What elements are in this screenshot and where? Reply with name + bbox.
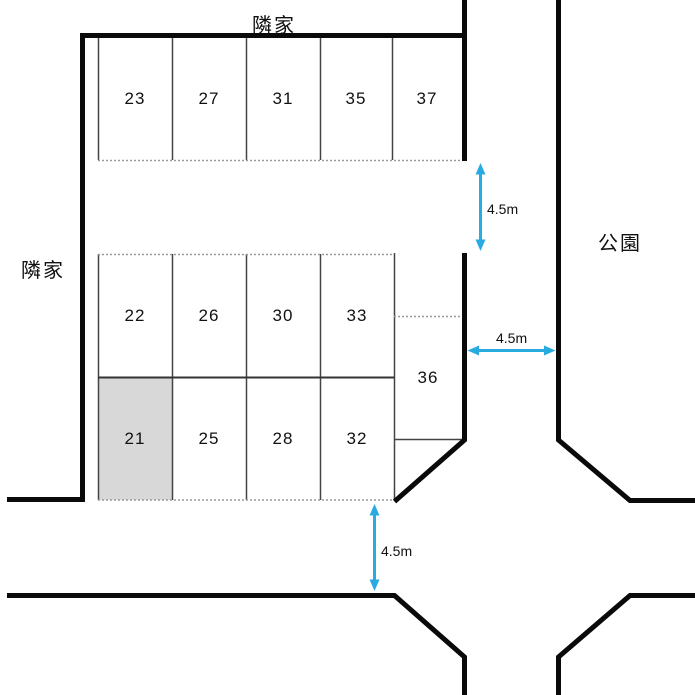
plot-37: 37 — [392, 38, 462, 160]
dimension-arrow-right-road — [467, 345, 556, 356]
plot-35: 35 — [320, 38, 392, 160]
plot-23-label: 23 — [124, 89, 146, 108]
plot-35-label: 35 — [345, 89, 367, 108]
plot-33-label: 33 — [346, 305, 368, 325]
arrow-head-right — [544, 345, 556, 356]
plot-31-label: 31 — [272, 89, 294, 108]
plot-36: 36 — [394, 316, 462, 439]
dimension-label-top-right-road: 4.5m — [487, 201, 519, 217]
plot-28: 28 — [246, 377, 320, 500]
plot-27-label: 27 — [198, 89, 220, 108]
arrow-head-up — [475, 163, 486, 175]
plot-36-label: 36 — [417, 367, 439, 387]
plot-33: 33 — [320, 254, 394, 377]
dimension-label-bottom-road: 4.5m — [381, 543, 413, 559]
plot-37-label: 37 — [416, 89, 438, 108]
plot-32-label: 32 — [346, 428, 368, 448]
road-edge-bottom-left — [7, 593, 467, 695]
plot-25-label: 25 — [198, 428, 220, 448]
plot-27: 27 — [172, 38, 246, 160]
plot-26-label: 26 — [198, 305, 220, 325]
dimension-arrow-top-right-road — [475, 163, 486, 251]
park-label: 公園 — [598, 233, 642, 255]
plot-23: 23 — [98, 38, 172, 160]
plot-28-label: 28 — [272, 428, 294, 448]
neighbor-label-top: 隣家 — [252, 15, 296, 37]
arrow-head-down — [369, 579, 380, 591]
plot-26: 26 — [172, 254, 246, 377]
plot-21-highlighted: 21 — [98, 377, 172, 500]
plot-32: 32 — [320, 377, 394, 500]
plot-30-label: 30 — [272, 305, 294, 325]
arrow-head-left — [467, 345, 479, 356]
plot-31: 31 — [246, 38, 320, 160]
plot-22: 22 — [98, 254, 172, 377]
dimension-arrow-bottom-road — [369, 504, 380, 591]
dimension-label-right-road: 4.5m — [496, 330, 528, 346]
arrow-head-down — [475, 239, 486, 251]
arrow-head-up — [369, 504, 380, 516]
road-edge-bottom-right — [556, 593, 695, 695]
neighbor-label-left: 隣家 — [21, 260, 65, 282]
plot-22-label: 22 — [124, 305, 146, 325]
plot-30: 30 — [246, 254, 320, 377]
plot-25: 25 — [172, 377, 246, 500]
plot-21-label: 21 — [124, 428, 146, 448]
